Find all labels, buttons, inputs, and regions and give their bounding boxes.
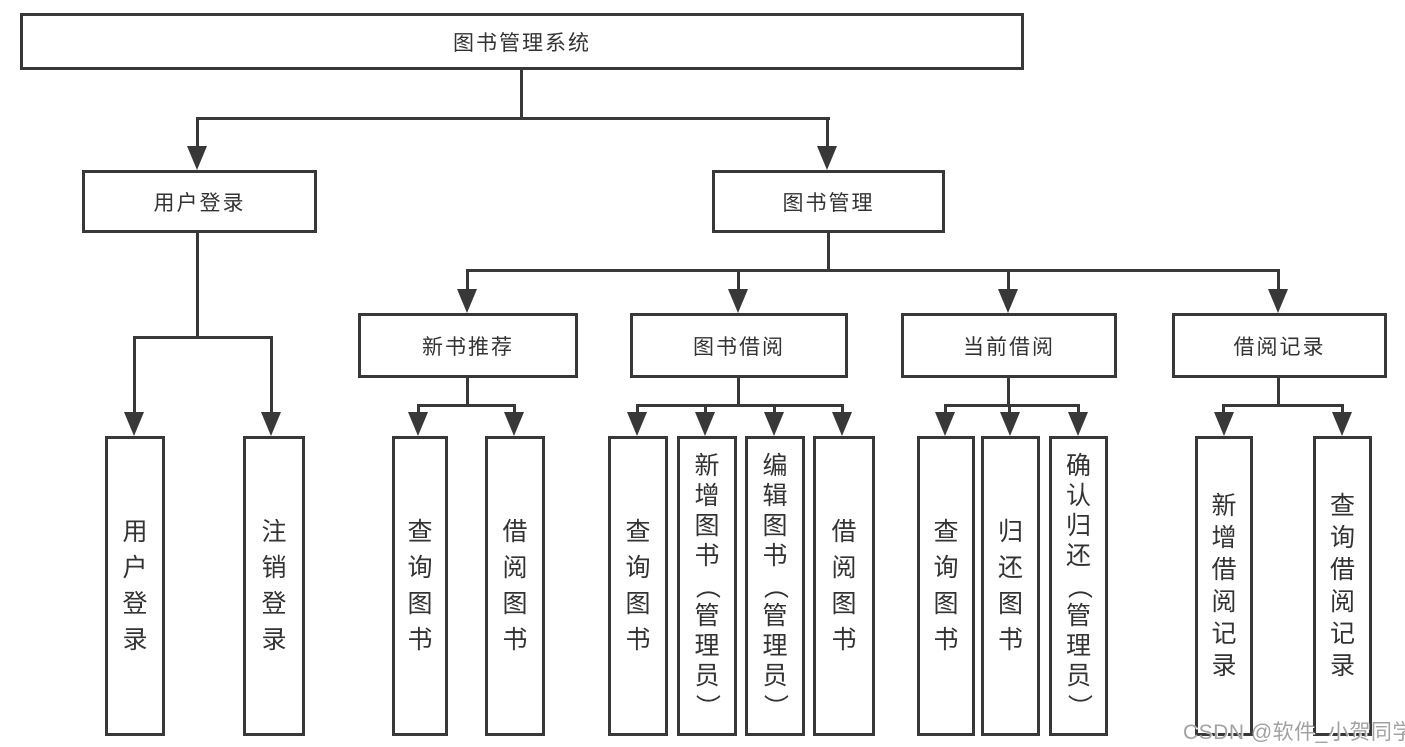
leaf-return-book: 归还图书 [981,436,1040,736]
arrow-down-icon [695,412,715,436]
connector-line [1007,378,1010,407]
node-book-borrow: 图书借阅 [630,313,848,378]
connector-line [944,404,1080,407]
arrow-down-icon [1000,412,1020,436]
arrow-down-icon [935,412,955,436]
leaf-borrow-book-2: 借阅图书 [813,436,875,736]
connector-line [513,404,516,415]
connector-line [270,336,273,414]
leaf-borrow-book-1: 借阅图书 [485,436,545,736]
connector-line [417,404,516,407]
connector-line [1007,269,1010,292]
arrow-down-icon [261,412,281,436]
connector-line [133,336,136,414]
connector-line [1008,404,1011,415]
arrow-down-icon [998,289,1018,313]
arrow-down-icon [728,289,748,313]
arrow-down-icon [764,412,784,436]
leaf-confirm-return-admin: 确认归还（管理员） [1049,436,1108,736]
connector-line [773,404,776,415]
leaf-query-book-3: 查询图书 [917,436,975,736]
node-borrow-records: 借阅记录 [1172,313,1387,378]
connector-line [1077,404,1080,415]
connector-line [1341,404,1344,415]
arrow-down-icon [408,412,428,436]
leaf-query-borrow-record: 查询借阅记录 [1313,436,1372,736]
leaf-query-book-2: 查询图书 [608,436,668,736]
node-user-login-label: 用户登录 [153,191,246,215]
connector-line [466,378,469,407]
connector-line [827,233,830,272]
arrow-down-icon [627,412,647,436]
connector-line [196,233,199,339]
arrow-down-icon [1068,412,1088,436]
connector-line [944,404,947,415]
node-label: 新书推荐 [422,335,514,359]
leaf-logout: 注销登录 [243,436,305,736]
connector-line [636,404,844,407]
csdn-watermark: CSDN @软件_小贺同学 [1183,721,1405,744]
node-root-label: 图书管理系统 [453,31,591,55]
node-user-login: 用户登录 [82,170,317,233]
connector-line [196,117,830,120]
node-new-book-recommend: 新书推荐 [358,313,578,378]
connector-line [466,269,469,292]
connector-line [196,117,199,148]
arrow-down-icon [817,146,837,170]
connector-line [1277,378,1280,407]
leaf-user-login: 用户登录 [105,436,165,736]
connector-line [704,404,707,415]
arrow-down-icon [187,146,207,170]
arrow-down-icon [1214,412,1234,436]
connector-line [520,69,523,119]
leaf-add-book-admin: 新增图书（管理员） [677,436,737,736]
arrow-down-icon [1332,412,1352,436]
connector-line [737,269,740,292]
connector-line [1222,404,1344,407]
connector-line [466,269,1280,272]
arrow-down-icon [504,412,524,436]
node-book-management-label: 图书管理 [782,191,875,215]
connector-line [417,404,420,415]
arrow-down-icon [457,289,477,313]
connector-line [133,336,273,339]
node-label: 图书借阅 [693,335,785,359]
connector-line [737,378,740,407]
connector-line [636,404,639,415]
arrow-down-icon [832,412,852,436]
node-label: 当前借阅 [963,335,1055,359]
connector-line [826,117,829,148]
node-current-borrow: 当前借阅 [901,313,1117,378]
leaf-query-book-1: 查询图书 [392,436,448,736]
leaf-edit-book-admin: 编辑图书（管理员） [745,436,805,736]
node-book-management: 图书管理 [712,170,945,233]
node-root: 图书管理系统 [20,13,1024,70]
arrow-down-icon [1268,289,1288,313]
connector-line [1277,269,1280,292]
leaf-add-borrow-record: 新增借阅记录 [1195,436,1253,736]
node-label: 借阅记录 [1233,335,1326,359]
connector-line [841,404,844,415]
arrow-down-icon [124,412,144,436]
connector-line [1222,404,1225,415]
